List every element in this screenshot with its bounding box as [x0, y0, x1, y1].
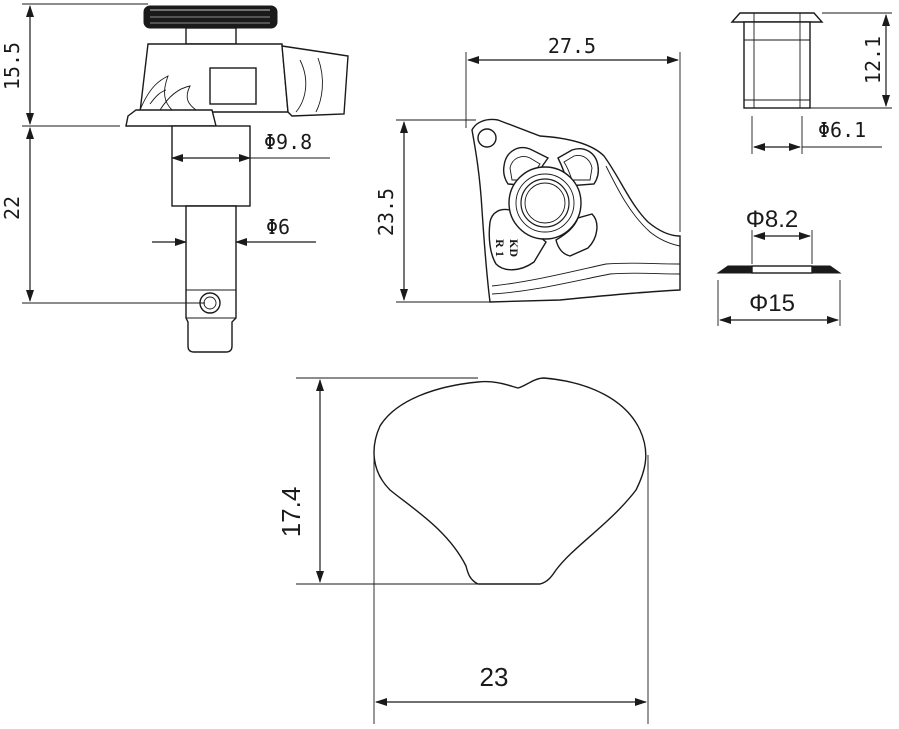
bushing-view: 12.1 Φ6.1	[730, 12, 892, 154]
washer-view: Φ8.2 Φ15	[716, 206, 842, 326]
washer-inner-diameter-label: Φ8.2	[746, 206, 799, 233]
bushing-dimensions: 12.1 Φ6.1	[751, 12, 892, 154]
gear-housing: KD R 1	[488, 147, 600, 271]
post-diameter-label: Φ6	[266, 215, 290, 239]
side-height-bottom-label: 22	[0, 196, 24, 220]
side-height-top-label: 15.5	[0, 42, 24, 90]
bushing-height-label: 12.1	[861, 36, 885, 84]
front-view-dimensions: 27.5 23.5	[374, 34, 681, 303]
washer-outer-diameter-label: Φ15	[749, 290, 795, 317]
washer-dimensions: Φ8.2 Φ15	[717, 206, 841, 326]
button-view: 17.4 23	[276, 377, 649, 724]
front-height-label: 23.5	[374, 188, 398, 236]
knurled-knob	[143, 5, 278, 45]
stamp-line1-label: KD	[507, 239, 521, 257]
housing-body	[125, 43, 349, 127]
tuner-front-view: KD R 1 27.5 23.5	[374, 34, 681, 303]
button-width-label: 23	[480, 662, 509, 692]
tuner-side-view: 15.5 22 Φ9.8 Φ6	[0, 3, 349, 353]
front-width-label: 27.5	[548, 34, 596, 58]
button-dimensions: 17.4 23	[276, 377, 649, 724]
collar-diameter-label: Φ9.8	[264, 130, 312, 154]
button-height-label: 17.4	[276, 487, 306, 538]
collar-and-post	[171, 125, 251, 353]
side-view-dimensions: 15.5 22 Φ9.8 Φ6	[0, 3, 330, 304]
bushing-diameter-label: Φ6.1	[818, 118, 866, 142]
stamp-line2-label: R 1	[493, 239, 507, 257]
